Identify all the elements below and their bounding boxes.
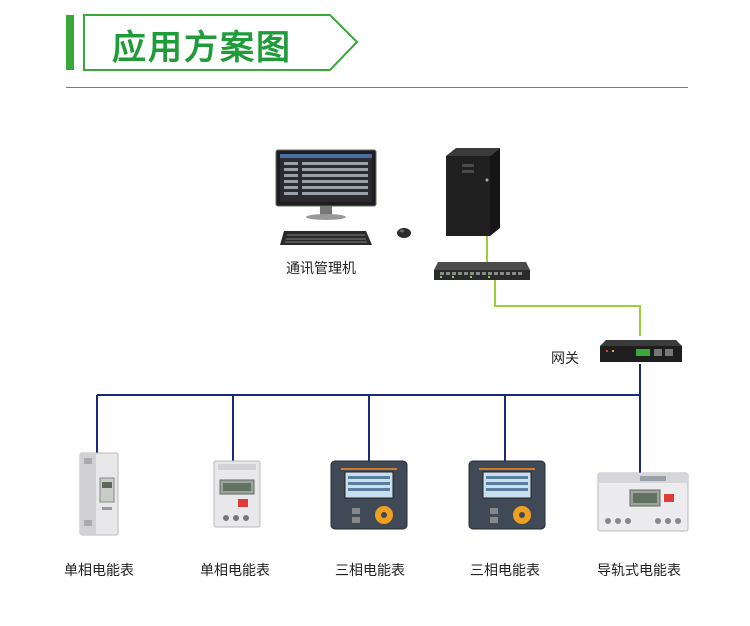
meter-label: 单相电能表 (64, 563, 134, 579)
single-phase-meter-icon (79, 452, 119, 536)
comm-manager-label: 通讯管理机 (286, 261, 356, 277)
network-cables (486, 236, 641, 336)
din-rail-meter-icon (597, 472, 689, 532)
monitor-icon (275, 149, 377, 220)
page-title: 应用方案图 (112, 28, 292, 68)
gateway-icon (600, 340, 682, 362)
server-tower-icon (446, 148, 500, 236)
keyboard-icon (280, 231, 372, 245)
network-switch-icon (434, 262, 530, 280)
mouse-icon (397, 228, 411, 238)
three-phase-meter-icon (468, 460, 546, 530)
three-phase-meter-icon (330, 460, 408, 530)
meter-label: 三相电能表 (335, 563, 405, 579)
rs485-bus (96, 364, 641, 474)
header-divider (66, 87, 688, 88)
meter-label: 单相电能表 (200, 563, 270, 579)
gateway-label: 网关 (551, 351, 579, 367)
meter-label: 三相电能表 (470, 563, 540, 579)
meter-label: 导轨式电能表 (597, 563, 681, 579)
header-banner (66, 14, 359, 71)
single-phase-meter-icon (213, 460, 261, 528)
